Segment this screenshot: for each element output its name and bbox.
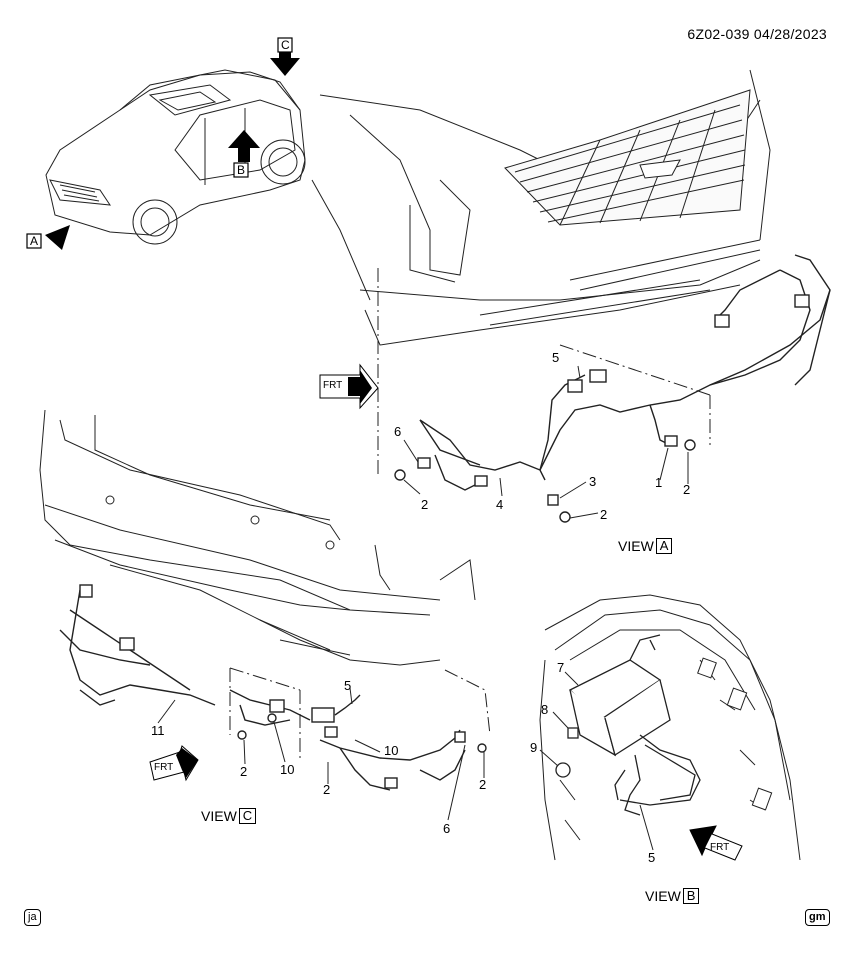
view-c-word: VIEW xyxy=(201,808,237,824)
arrow-c-label: C xyxy=(281,38,290,52)
callout-a-4: 4 xyxy=(496,497,504,512)
callout-a-2-mid: 2 xyxy=(600,507,608,522)
callout-b-5: 5 xyxy=(648,850,656,865)
view-c-rear-bumper xyxy=(39,409,476,666)
diagram-code: 6Z02-039 04/28/2023 xyxy=(687,26,827,42)
view-b-word: VIEW xyxy=(645,888,681,904)
callout-a-3: 3 xyxy=(589,474,597,489)
callout-c-10-left: 10 xyxy=(280,762,295,777)
view-b-module xyxy=(555,634,701,816)
grille-emblem xyxy=(639,159,681,179)
view-a-dashlines xyxy=(377,268,711,475)
arrow-b-box xyxy=(233,162,249,178)
callout-c-2-left: 2 xyxy=(240,764,248,779)
callout-c-11: 11 xyxy=(151,723,165,738)
view-c-letter: C xyxy=(238,808,257,824)
arrow-a xyxy=(45,225,70,250)
rear-wheel xyxy=(260,139,306,185)
callout-a-1: 1 xyxy=(655,475,663,490)
frt-arrow-b xyxy=(689,825,743,861)
callout-c-5: 5 xyxy=(344,678,352,693)
frt-label-c: FRT xyxy=(154,762,174,773)
arrow-b-label: B xyxy=(237,163,246,177)
callout-a-2-left: 2 xyxy=(421,497,429,512)
arrow-a-box xyxy=(26,233,42,249)
view-b-leaders xyxy=(539,671,654,851)
arrow-a-label: A xyxy=(30,234,39,248)
callout-c-2-mid: 2 xyxy=(323,782,331,797)
view-c-dashlines xyxy=(229,667,491,760)
view-b-letter: B xyxy=(682,888,700,904)
callout-c-10-right: 10 xyxy=(384,743,399,758)
arrow-c xyxy=(270,58,300,76)
callout-b-8: 8 xyxy=(541,702,549,717)
gm-logo: gm xyxy=(805,909,830,926)
frt-label-b: FRT xyxy=(710,842,730,853)
view-a-harness xyxy=(394,254,831,523)
frt-label-a: FRT xyxy=(323,380,343,391)
callout-b-7: 7 xyxy=(557,660,565,675)
corner-badge-ja: ja xyxy=(24,909,41,926)
callout-b-9: 9 xyxy=(530,740,538,755)
vehicle-overview xyxy=(45,69,306,245)
callout-a-2-right: 2 xyxy=(683,482,691,497)
view-c-leaders xyxy=(157,687,485,821)
callout-a-6: 6 xyxy=(394,424,402,439)
callout-c-2-right: 2 xyxy=(479,777,487,792)
frt-arrow-a xyxy=(319,363,379,410)
view-c-harness xyxy=(59,584,487,791)
view-b-liftgate xyxy=(539,594,801,861)
front-wheel xyxy=(132,199,178,245)
callout-c-6: 6 xyxy=(443,821,451,836)
view-a-letter: A xyxy=(655,538,673,554)
callout-a-5: 5 xyxy=(552,350,560,365)
arrow-c-box xyxy=(277,37,293,53)
frt-arrow-c xyxy=(149,745,199,782)
view-a-leaders xyxy=(403,365,689,519)
view-a-front-bumper xyxy=(311,69,771,346)
view-a-word: VIEW xyxy=(618,538,654,554)
view-arrows xyxy=(45,50,300,250)
arrow-b xyxy=(228,130,260,148)
